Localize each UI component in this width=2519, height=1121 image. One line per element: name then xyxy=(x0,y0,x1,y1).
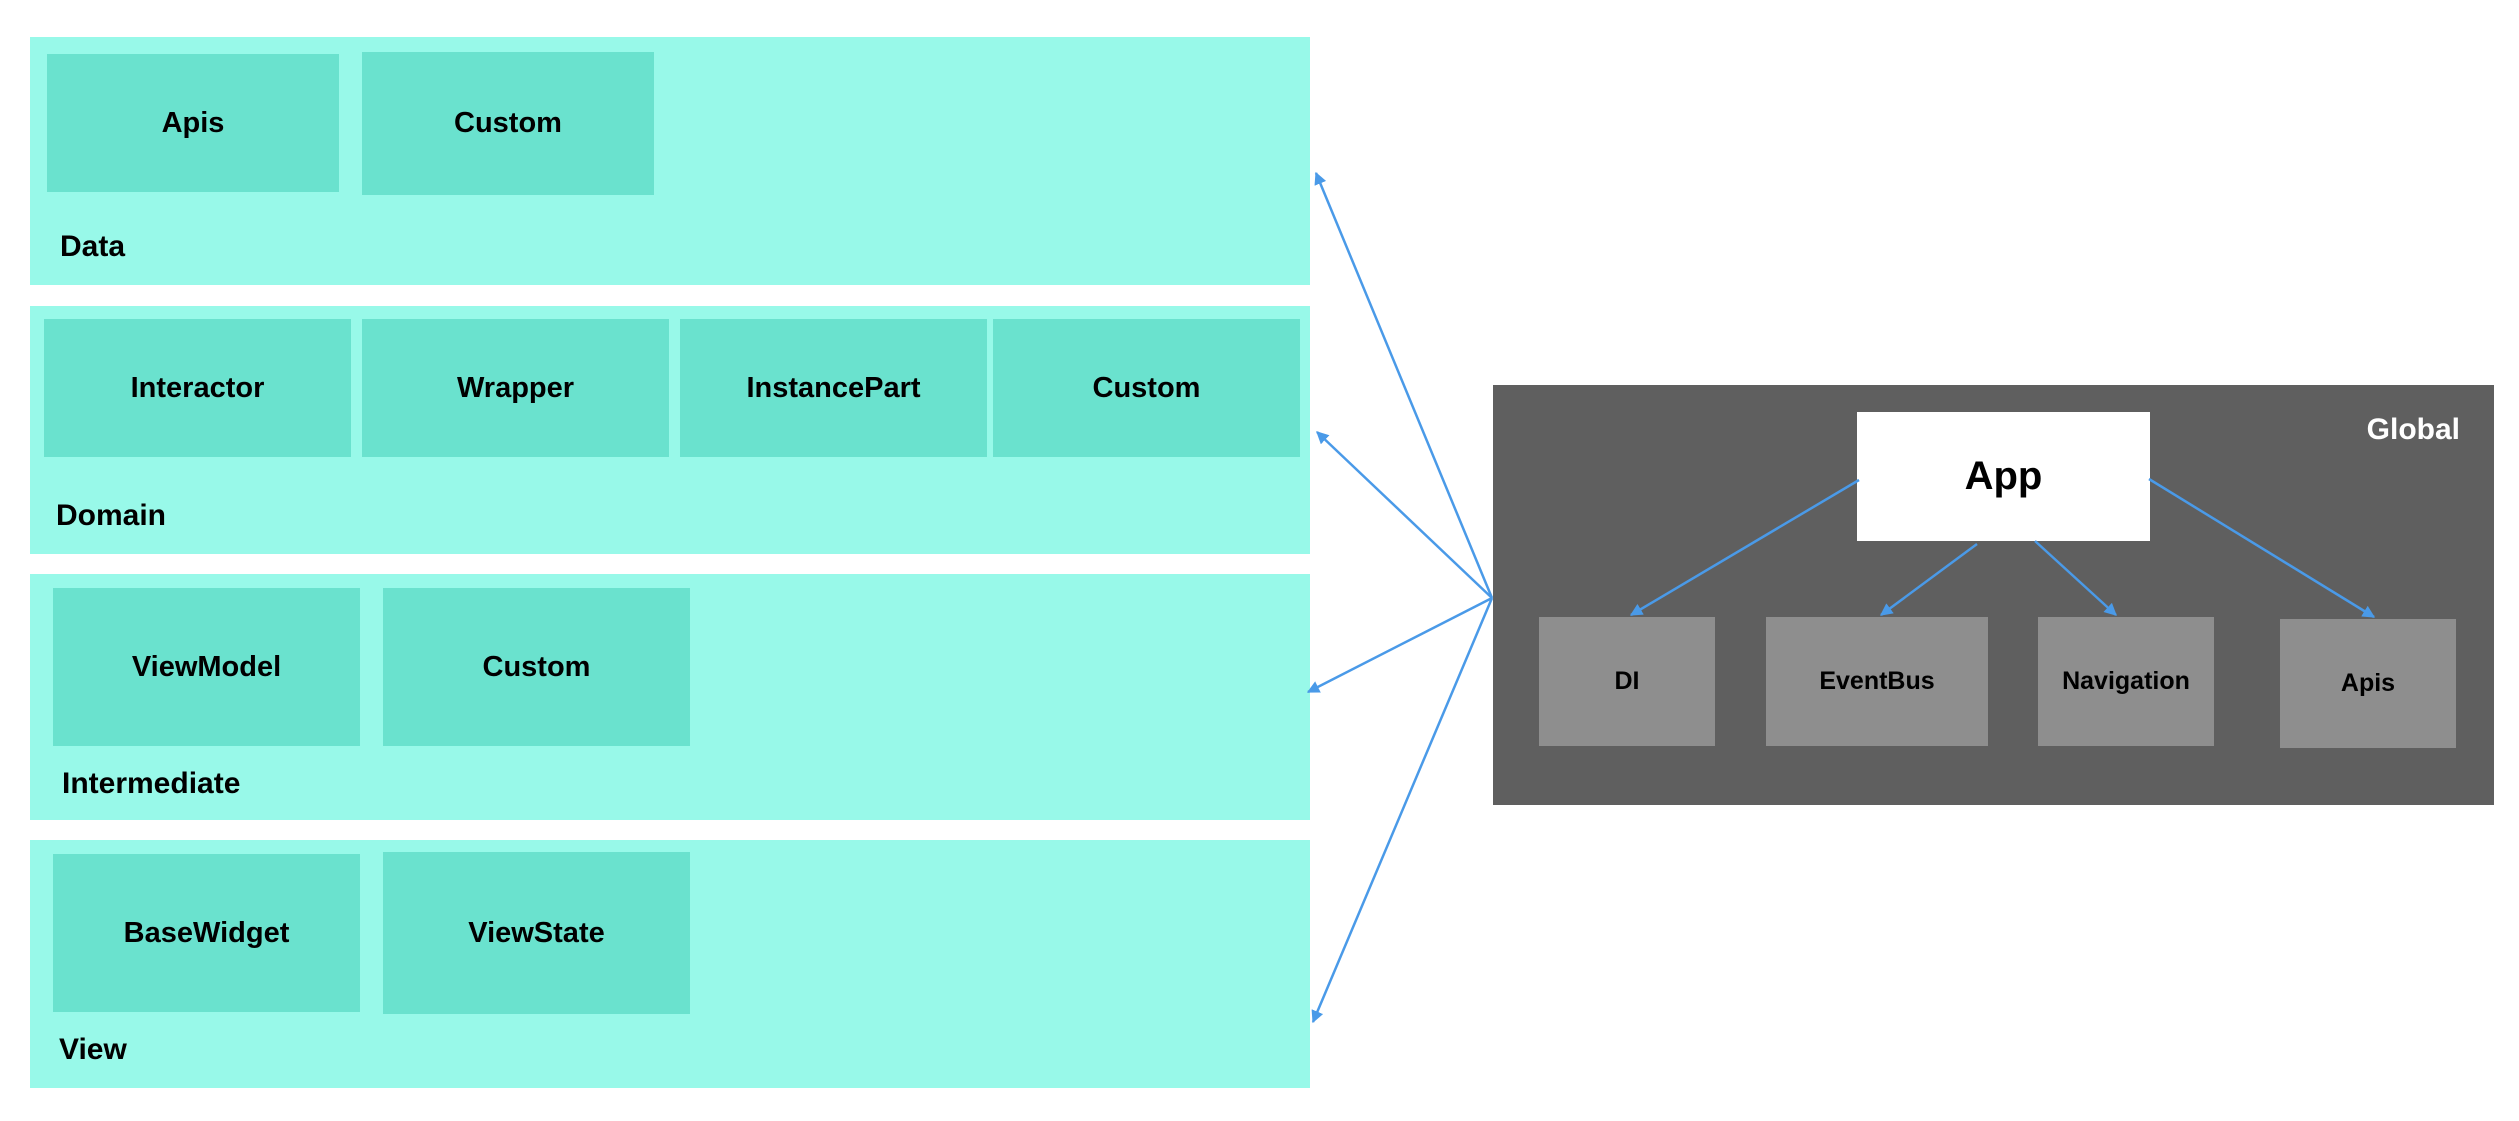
arrow-global-to-intermediate xyxy=(1306,596,1493,694)
data-layer-label: Data xyxy=(60,230,126,263)
global-apis-box: Apis xyxy=(2280,619,2456,748)
data-layer: Apis Custom Data xyxy=(30,37,1310,285)
view-layer: BaseWidget ViewState View xyxy=(30,840,1310,1088)
arrow-global-to-view xyxy=(1311,597,1494,1024)
view-basewidget-box: BaseWidget xyxy=(53,854,360,1012)
domain-interactor-box: Interactor xyxy=(44,319,351,457)
global-di-box: DI xyxy=(1539,617,1715,746)
view-layer-label: View xyxy=(59,1033,127,1066)
intermediate-layer: ViewModel Custom Intermediate xyxy=(30,574,1310,820)
intermediate-layer-label: Intermediate xyxy=(62,767,241,800)
arrow-app-to-navigation xyxy=(2034,540,2117,616)
domain-instancepart-box: InstancePart xyxy=(680,319,987,457)
global-eventbus-box: EventBus xyxy=(1766,617,1988,746)
global-navigation-box: Navigation xyxy=(2038,617,2214,746)
intermediate-custom-box: Custom xyxy=(383,588,690,746)
domain-layer: Interactor Wrapper InstancePart Custom D… xyxy=(30,306,1310,554)
arrow-global-to-data xyxy=(1314,171,1494,599)
domain-wrapper-box: Wrapper xyxy=(362,319,669,457)
arrow-app-to-eventbus xyxy=(1879,542,1978,617)
data-apis-box: Apis xyxy=(47,54,339,192)
intermediate-viewmodel-box: ViewModel xyxy=(53,588,360,746)
domain-layer-label: Domain xyxy=(56,499,167,532)
global-label: Global xyxy=(2366,413,2460,446)
domain-custom-box: Custom xyxy=(993,319,1300,457)
app-box: App xyxy=(1857,412,2150,541)
arrow-app-to-di xyxy=(1629,478,1860,617)
arrow-app-to-apis xyxy=(2148,477,2376,619)
arrow-global-to-domain xyxy=(1316,431,1493,599)
data-custom-box: Custom xyxy=(362,52,654,195)
view-viewstate-box: ViewState xyxy=(383,852,690,1014)
